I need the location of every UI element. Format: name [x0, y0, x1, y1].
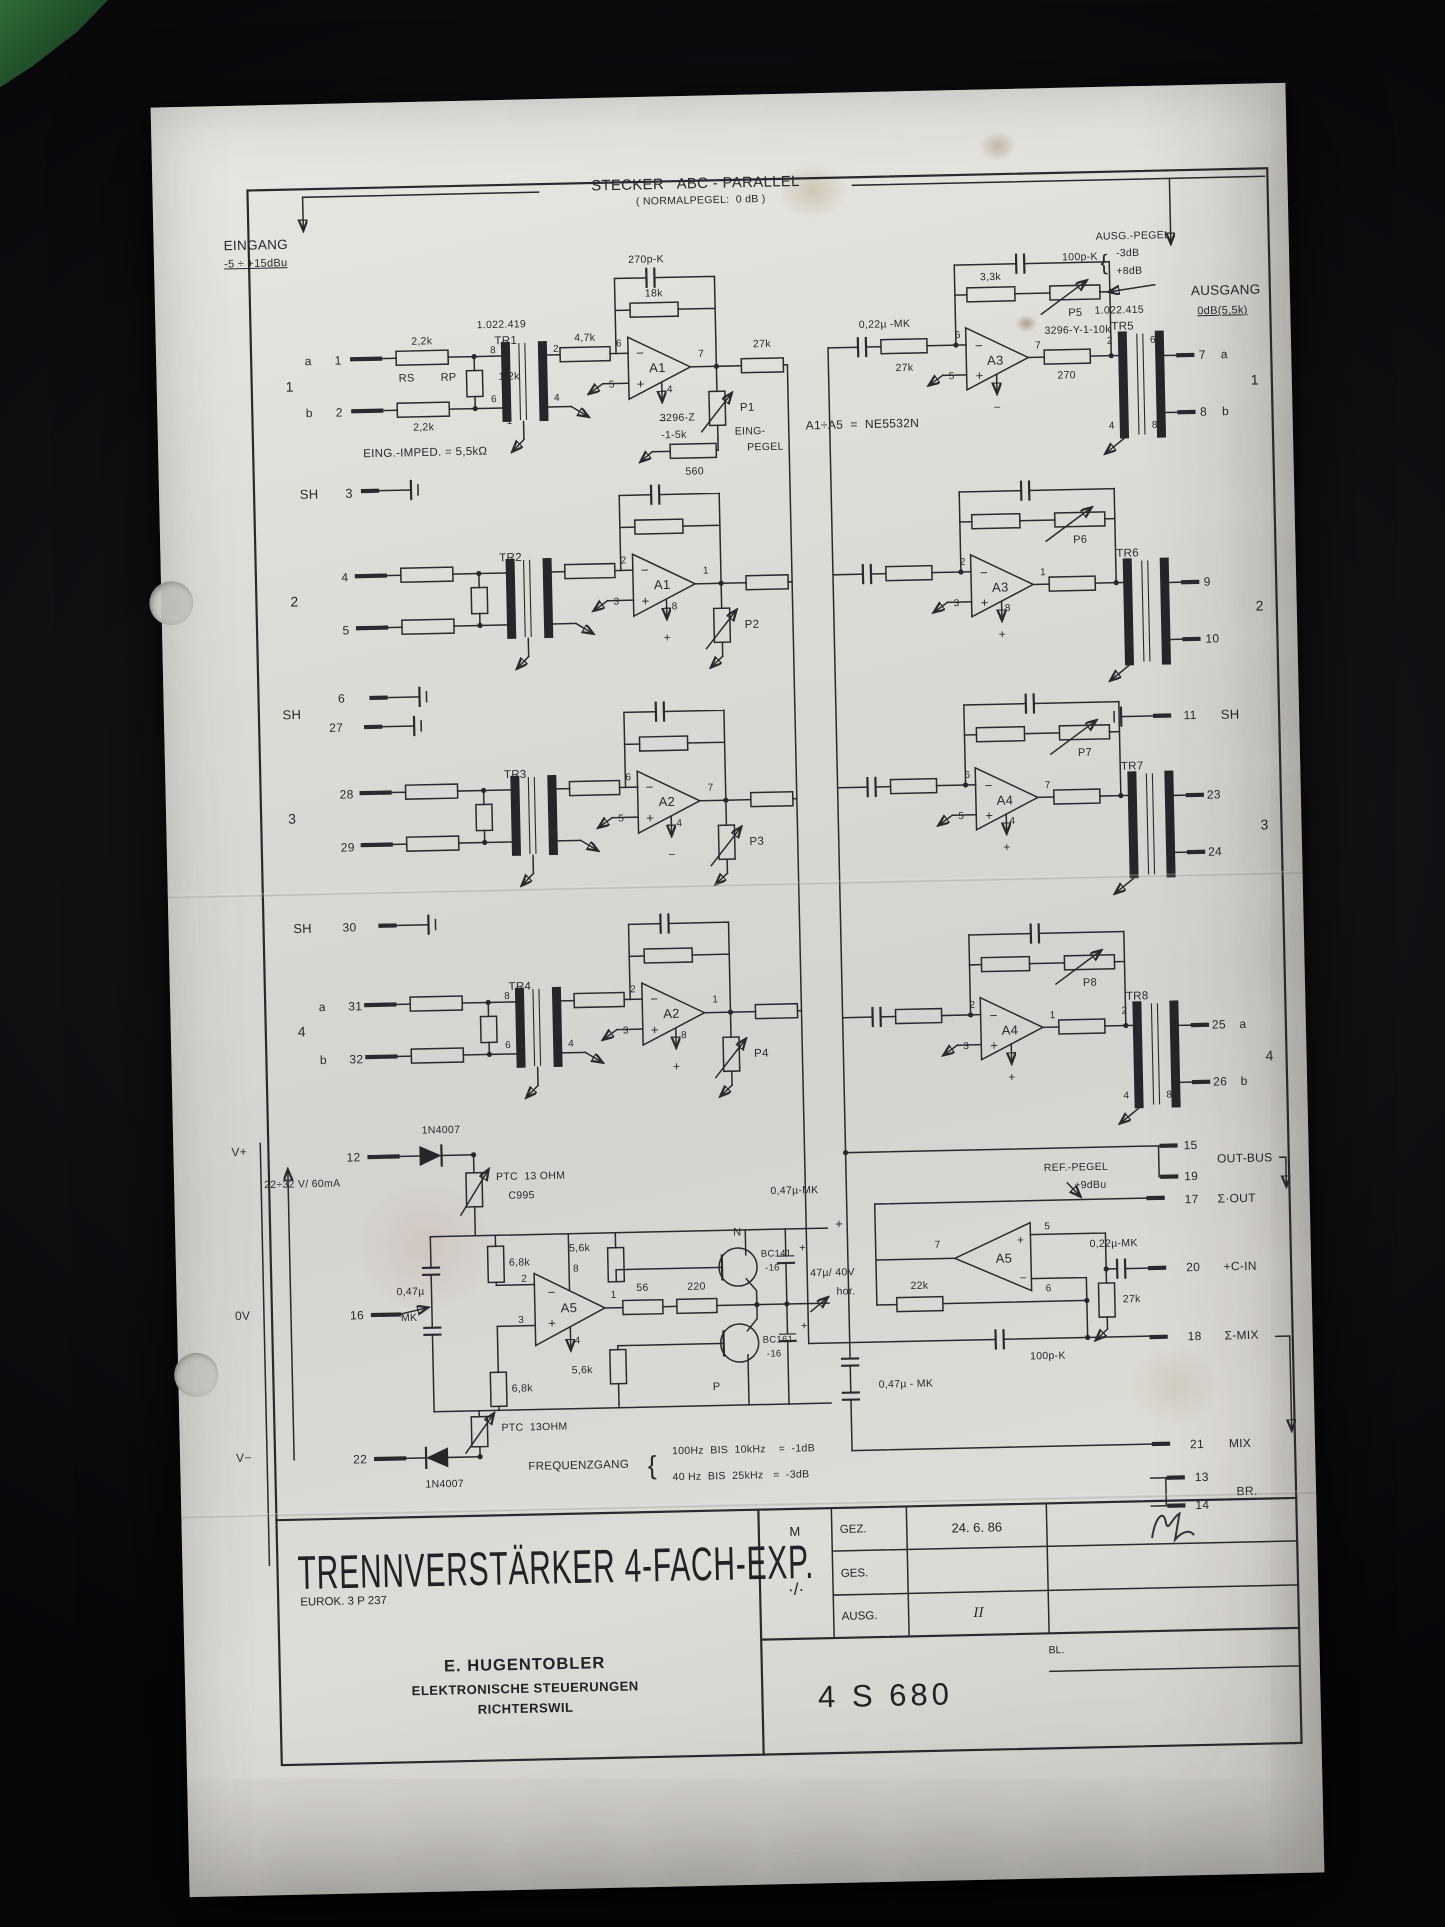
title-block-title: TRENNVERSTÄRKER 4-FACH-EXP. [297, 1536, 815, 1600]
schematic-drawing [246, 167, 1303, 1767]
gez-value: 24. 6. 86 [951, 1519, 1003, 1536]
company-line3: RICHTERSWIL [477, 1699, 574, 1717]
ausg-label: AUSG. [841, 1610, 878, 1623]
document-number: 4 S 680 [817, 1676, 954, 1715]
schematic-sheet: STECKER ABC - PARALLEL( NORMALPEGEL: 0 d… [148, 82, 1325, 1898]
green-object-corner [0, 0, 108, 88]
title-block-m-label: M [789, 1523, 801, 1539]
gez-label: GEZ. [839, 1523, 867, 1536]
bl-label: BL. [1048, 1644, 1065, 1657]
title-block-m-value: ·/· [787, 1579, 805, 1600]
ges-label: GES. [840, 1567, 869, 1580]
company-name: E. HUGENTOBLER [443, 1654, 606, 1676]
title-block-eurok: EUROK. 3 P 237 [300, 1594, 388, 1609]
ausg-value: II [973, 1605, 984, 1621]
signature-mark [1151, 1511, 1195, 1544]
